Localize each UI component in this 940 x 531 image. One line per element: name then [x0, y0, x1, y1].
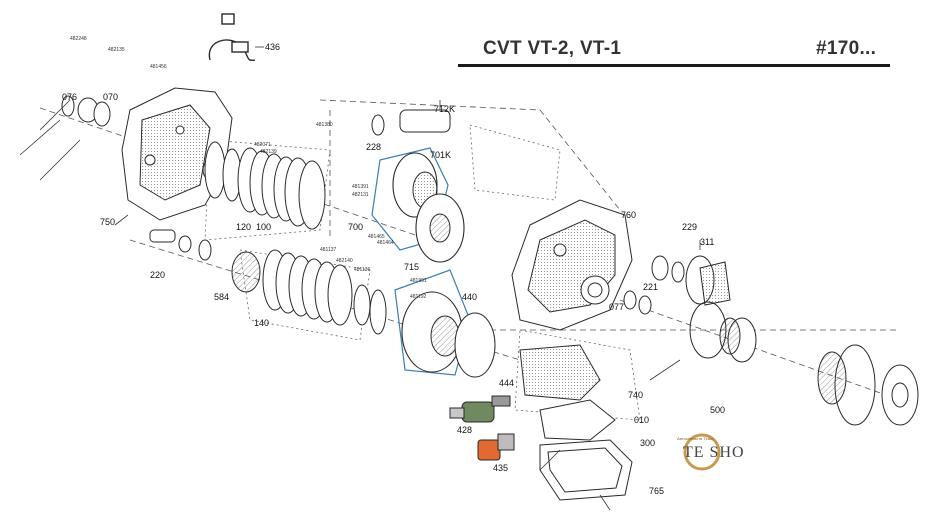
part-code-481391: 481391: [352, 184, 369, 190]
part-code-482248: 482248: [70, 36, 87, 42]
part-code-481192: 481192: [410, 294, 427, 300]
group-outlines: [204, 124, 641, 421]
callout-140: 140: [254, 318, 269, 328]
part-code-482135: 482135: [108, 47, 125, 53]
callout-228: 228: [366, 142, 381, 152]
callout-076: 076: [62, 92, 77, 102]
part-code-482140: 482140: [336, 258, 353, 264]
logo-text: TE SHO: [683, 444, 745, 461]
part-code-482071: 482071: [254, 142, 271, 148]
callout-428: 428: [457, 425, 472, 435]
callout-444: 444: [499, 378, 514, 388]
right-side-parts: [623, 255, 919, 426]
callout-070: 070: [103, 92, 118, 102]
callout-740: 740: [628, 390, 643, 400]
callout-712K: 712K: [434, 104, 455, 114]
callout-500: 500: [710, 405, 725, 415]
callout-311: 311: [700, 237, 714, 247]
part-code-481136: 481136: [354, 267, 371, 273]
logo-ring: [683, 433, 721, 471]
callout-300: 300: [640, 438, 655, 448]
callout-760: 760: [621, 210, 636, 220]
callout-701K: 701K: [430, 150, 451, 160]
part-code-481137: 481137: [320, 247, 337, 253]
belt-pulley-assembly-700: [371, 109, 496, 378]
clutch-pack-upper: [204, 141, 326, 230]
part-code-481380: 481380: [316, 122, 333, 128]
part-code-482139: 482139: [260, 149, 277, 155]
callout-700: 700: [348, 222, 363, 232]
callout-229: 229: [682, 222, 697, 232]
part-code-481465: 481465: [368, 234, 385, 240]
callout-221: 221: [643, 282, 658, 292]
valve-body-and-pan: [519, 344, 633, 501]
part-code-482131: 482131: [352, 192, 369, 198]
part-code-481456: 481456: [150, 64, 167, 70]
callout-100: 100: [256, 222, 271, 232]
input-shaft-parts: [61, 95, 212, 261]
callout-220: 220: [150, 270, 165, 280]
callout-765: 765: [649, 486, 664, 496]
solenoid-435: [477, 433, 515, 461]
clutch-pack-lower: [231, 249, 387, 335]
callout-010: 010: [634, 415, 649, 425]
diagram-title: CVT VT-2, VT-1: [483, 38, 622, 59]
callout-584: 584: [214, 292, 229, 302]
title-underline: [458, 64, 890, 67]
part-code-481464: 481464: [377, 240, 394, 246]
callout-436: 436: [265, 42, 280, 52]
callout-715: 715: [404, 262, 419, 272]
diagram-code: #170...: [816, 38, 877, 59]
leader-lines: [19, 46, 701, 511]
callout-440: 440: [462, 292, 477, 302]
right-housing-760: [511, 199, 633, 331]
callout-435: 435: [493, 463, 508, 473]
wiring-harness-436: [208, 13, 256, 62]
logo-subtext: Автозапчасти Тешо: [677, 436, 714, 441]
callout-120: 120: [236, 222, 251, 232]
part-code-481991: 481991: [410, 278, 427, 284]
solenoid-428: [449, 395, 511, 423]
callout-750: 750: [100, 217, 115, 227]
callout-077: 077: [609, 302, 624, 312]
